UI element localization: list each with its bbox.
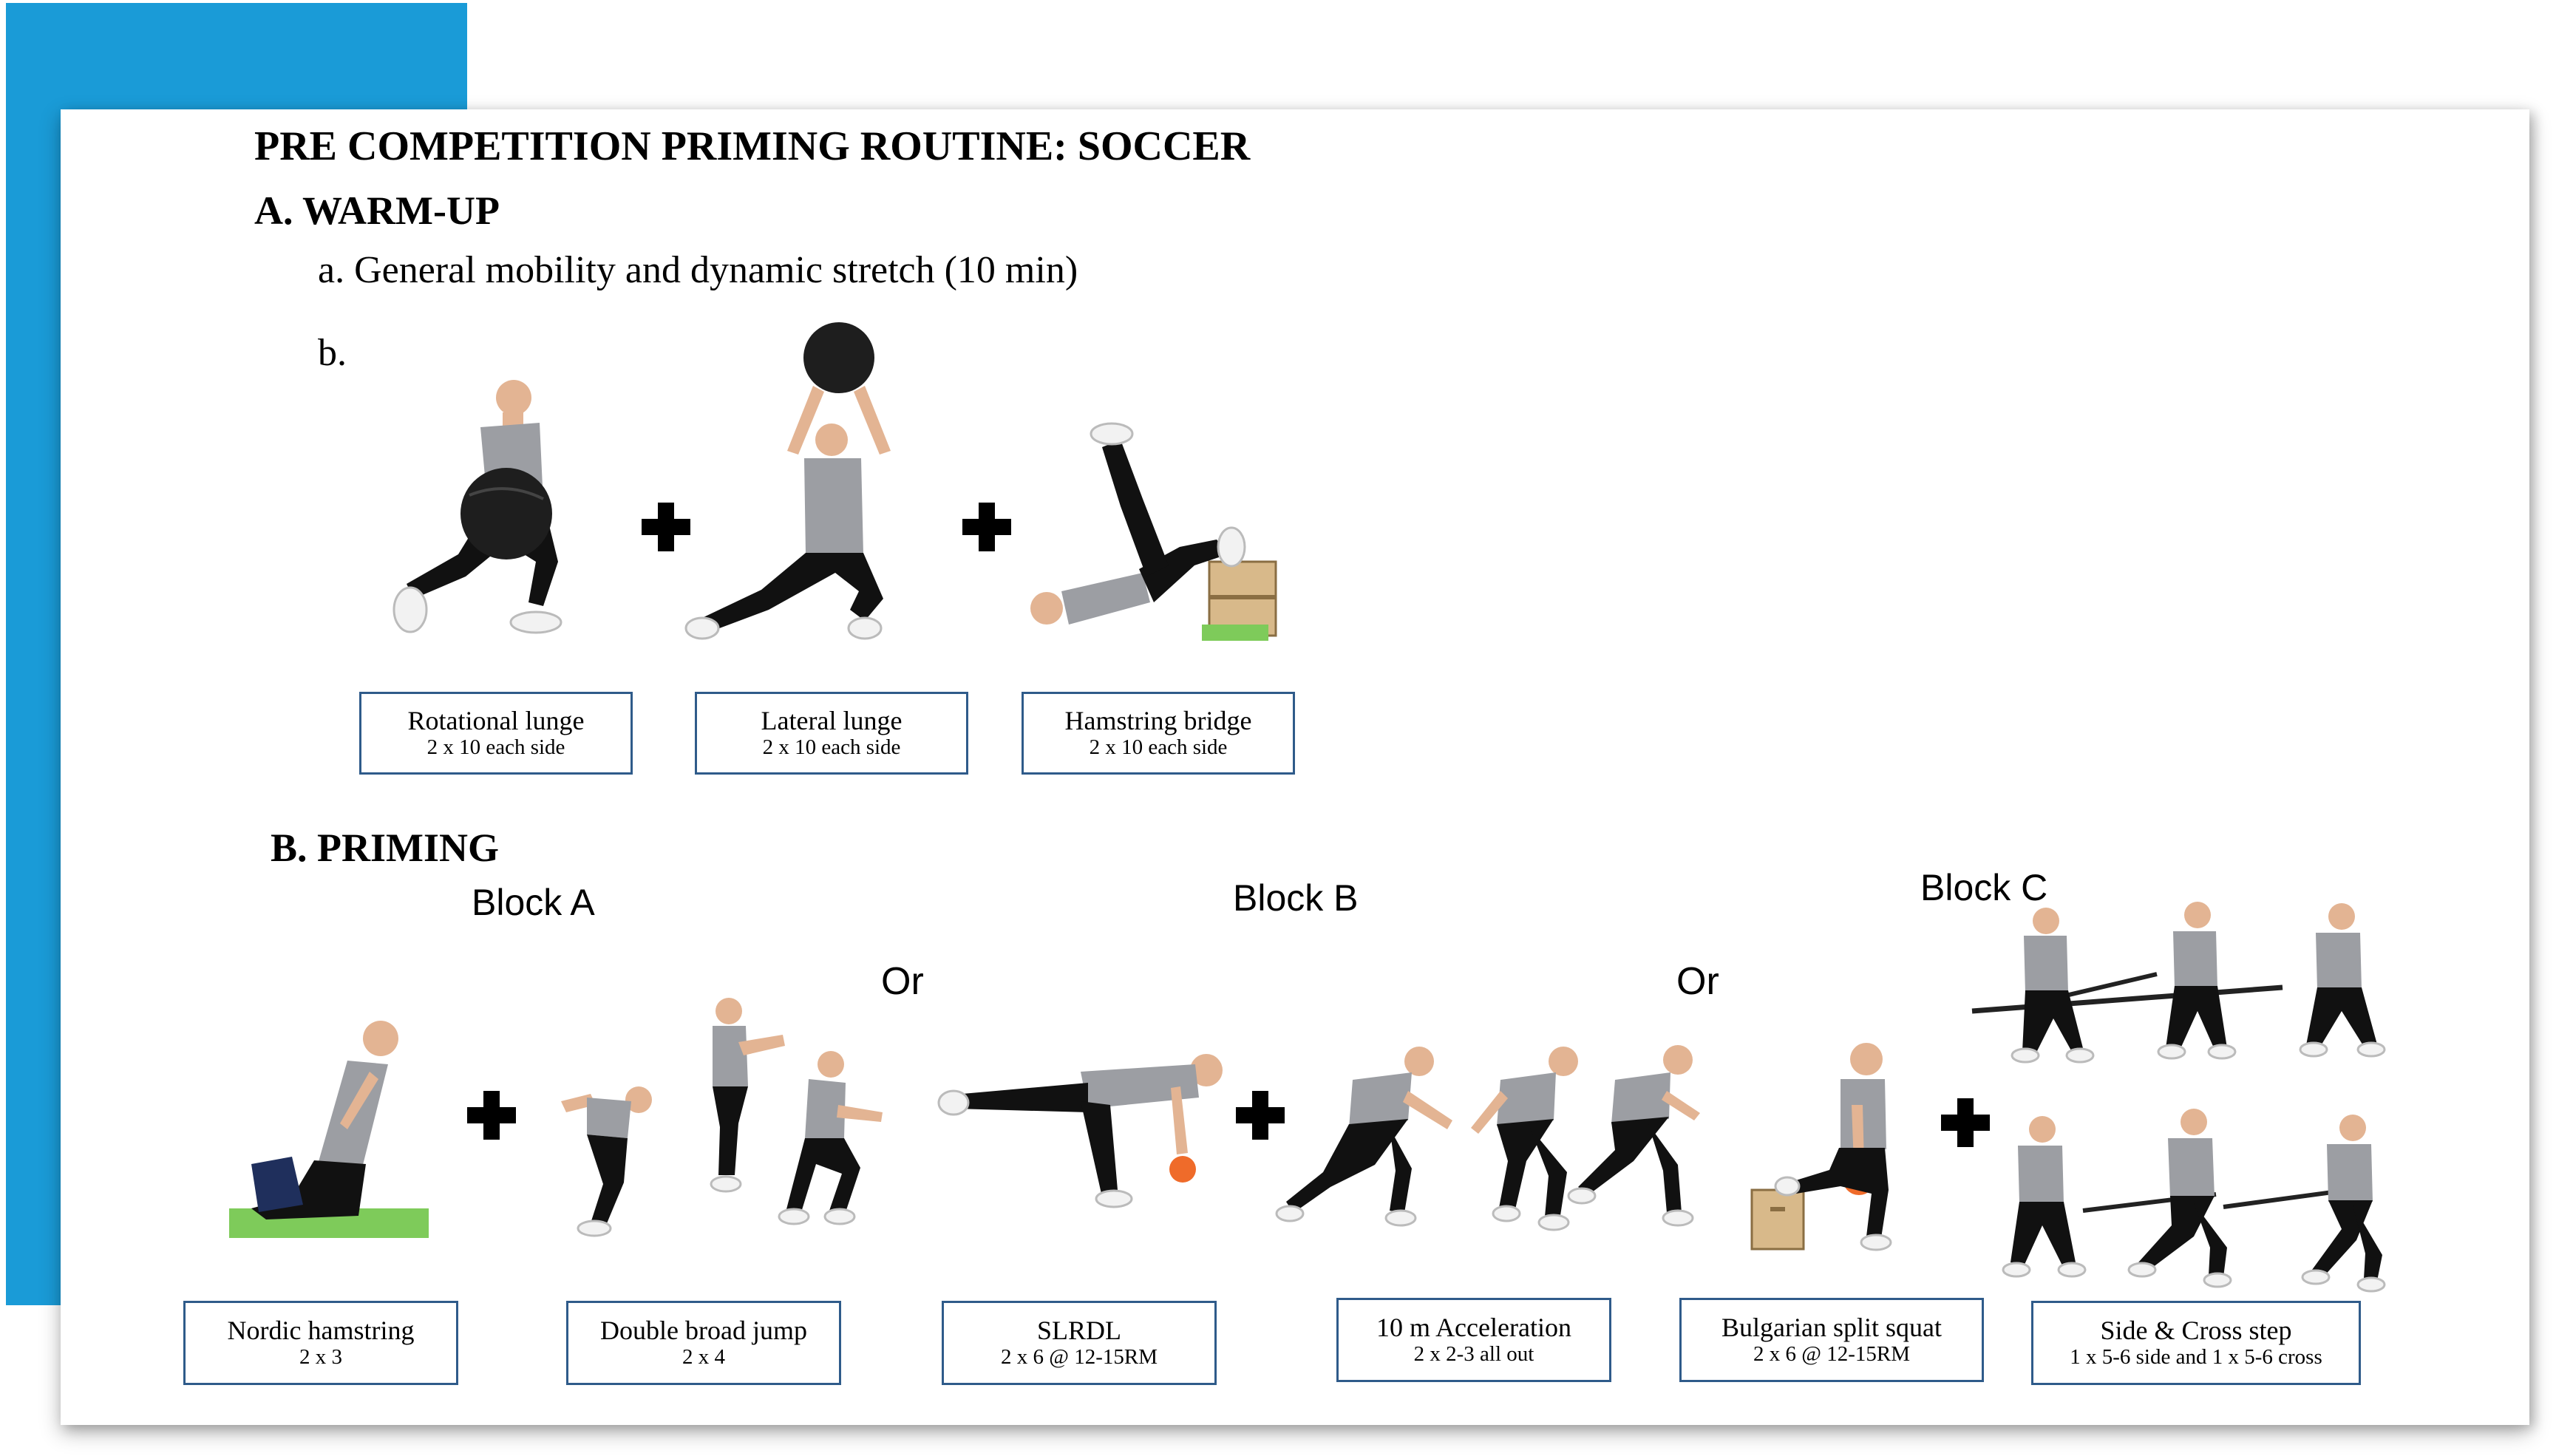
exercise-name: Nordic hamstring	[227, 1315, 415, 1345]
medicine-ball-icon	[460, 468, 552, 559]
exercise-box-lateral-lunge: Lateral lunge 2 x 10 each side	[695, 692, 968, 775]
exercise-dose: 2 x 3	[299, 1345, 342, 1370]
exercise-box-hamstring-bridge: Hamstring bridge 2 x 10 each side	[1022, 692, 1295, 775]
warmup-heading: A. WARM-UP	[254, 188, 500, 233]
exercise-name: Lateral lunge	[761, 705, 903, 735]
exercise-box-slrdl: SLRDL 2 x 6 @ 12-15RM	[942, 1301, 1217, 1385]
exercise-box-side-cross-step: Side & Cross step 1 x 5-6 side and 1 x 5…	[2031, 1301, 2361, 1385]
hamstring-bridge-figure	[1030, 422, 1277, 641]
side-cross-step-figure	[1971, 902, 2386, 1293]
exercise-name: Double broad jump	[600, 1315, 807, 1345]
or-label: Or	[881, 960, 924, 1003]
exercise-mat-icon	[1202, 625, 1268, 641]
acceleration-figure	[1275, 1045, 1700, 1231]
block-c-label: Block C	[1920, 867, 2048, 908]
plus-icon	[467, 1091, 516, 1140]
exercise-box-double-broad-jump: Double broad jump 2 x 4	[566, 1301, 841, 1385]
exercise-box-nordic-hamstring: Nordic hamstring 2 x 3	[183, 1301, 458, 1385]
exercise-dose: 2 x 2-3 all out	[1413, 1342, 1534, 1367]
lateral-lunge-figure	[684, 322, 891, 640]
exercise-name: SLRDL	[1036, 1315, 1121, 1345]
block-b-label: Block B	[1233, 877, 1359, 919]
plus-icon	[1236, 1091, 1285, 1140]
rotational-lunge-figure	[392, 380, 562, 634]
warmup-item-a: a. General mobility and dynamic stretch …	[318, 249, 1078, 291]
exercise-dose: 2 x 10 each side	[762, 735, 901, 760]
warmup-item-b: b.	[318, 332, 347, 374]
exercise-dose: 2 x 6 @ 12-15RM	[1753, 1342, 1910, 1367]
exercise-box-rotational-lunge: Rotational lunge 2 x 10 each side	[359, 692, 633, 775]
or-label: Or	[1676, 960, 1719, 1003]
exercise-dose: 1 x 5-6 side and 1 x 5-6 cross	[2070, 1345, 2322, 1370]
exercise-dose: 2 x 4	[682, 1345, 725, 1370]
double-broad-jump-figure	[561, 998, 883, 1237]
exercise-dose: 2 x 10 each side	[426, 735, 565, 760]
accent-tab	[6, 3, 467, 112]
kettlebell-icon	[1169, 1156, 1196, 1183]
block-a-label: Block A	[472, 882, 595, 923]
plus-icon	[642, 503, 690, 551]
bulgarian-split-squat-figure	[1750, 1043, 1892, 1251]
slrdl-figure	[937, 1054, 1223, 1208]
exercise-box-10m-acceleration: 10 m Acceleration 2 x 2-3 all out	[1336, 1298, 1611, 1382]
plyo-box-icon	[1750, 1188, 1805, 1251]
exercise-box-bulgarian-split-squat: Bulgarian split squat 2 x 6 @ 12-15RM	[1679, 1298, 1984, 1382]
exercise-dose: 2 x 10 each side	[1089, 735, 1228, 760]
exercise-name: Side & Cross step	[2100, 1315, 2292, 1345]
exercise-name: 10 m Acceleration	[1376, 1312, 1571, 1342]
exercise-dose: 2 x 6 @ 12-15RM	[1001, 1345, 1158, 1370]
medicine-ball-icon	[803, 322, 874, 393]
priming-heading: B. PRIMING	[271, 826, 499, 870]
plus-icon	[1941, 1098, 1990, 1147]
nordic-hamstring-figure	[229, 1021, 429, 1238]
exercise-name: Rotational lunge	[407, 705, 585, 735]
page-title: PRE COMPETITION PRIMING ROUTINE: SOCCER	[254, 123, 1251, 169]
exercise-name: Hamstring bridge	[1064, 705, 1252, 735]
exercise-name: Bulgarian split squat	[1721, 1312, 1942, 1342]
plus-icon	[962, 503, 1011, 551]
accent-bar	[6, 3, 61, 1305]
